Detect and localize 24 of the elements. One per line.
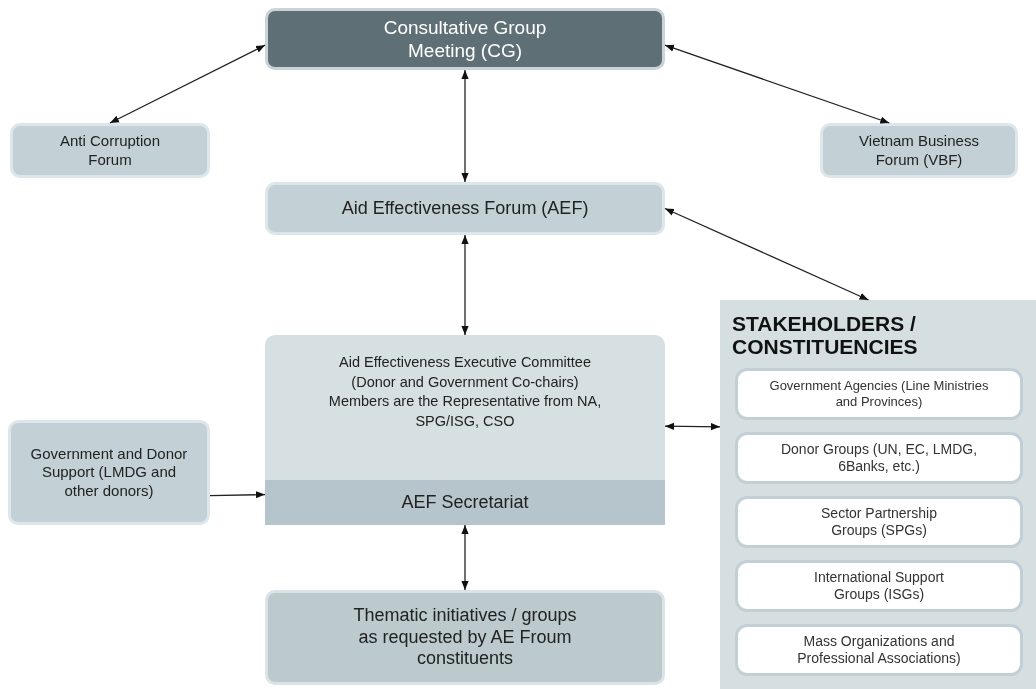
arrow: [461, 524, 469, 591]
committee-text: Aid Effectiveness Executive Committee (Donor and Government Co-chairs) Members are the Representative from NA, SPG/ISG, CSO: [327, 353, 603, 431]
secretariat-band: AEF Secretariat: [265, 480, 665, 525]
group-box: Mass Organizations and Professional Associations): [735, 624, 1023, 676]
arrow: [664, 44, 890, 124]
arrow: [664, 207, 870, 301]
forum-box: Anti Corruption Forum: [10, 123, 210, 178]
arrow: [109, 44, 266, 124]
panel-heading: STAKEHOLDERS / CONSTITUENCIES: [732, 312, 919, 359]
forum-box: Vietnam Business Forum (VBF): [820, 123, 1018, 178]
group-box: Government Agencies (Line Ministries and Provinces): [735, 368, 1023, 420]
initiatives-box: Thematic initiatives / groups as requested by AE Froum constituents: [265, 590, 665, 685]
arrow: [461, 234, 469, 336]
arrow: [209, 491, 266, 499]
group-box: International Support Groups (ISGs): [735, 560, 1023, 612]
group-box: Donor Groups (UN, EC, LMDG, 6Banks, etc.): [735, 432, 1023, 484]
meeting-box: Consultative Group Meeting (CG): [265, 8, 665, 70]
forum-box: Government and Donor Support (LMDG and other donors): [8, 420, 210, 525]
forum-box: Aid Effectiveness Forum (AEF): [265, 182, 665, 235]
stakeholders-panel: [720, 300, 1036, 689]
group-box: Sector Partnership Groups (SPGs): [735, 496, 1023, 548]
arrow: [461, 69, 469, 183]
committee-box: [265, 335, 665, 525]
arrow: [664, 422, 721, 431]
